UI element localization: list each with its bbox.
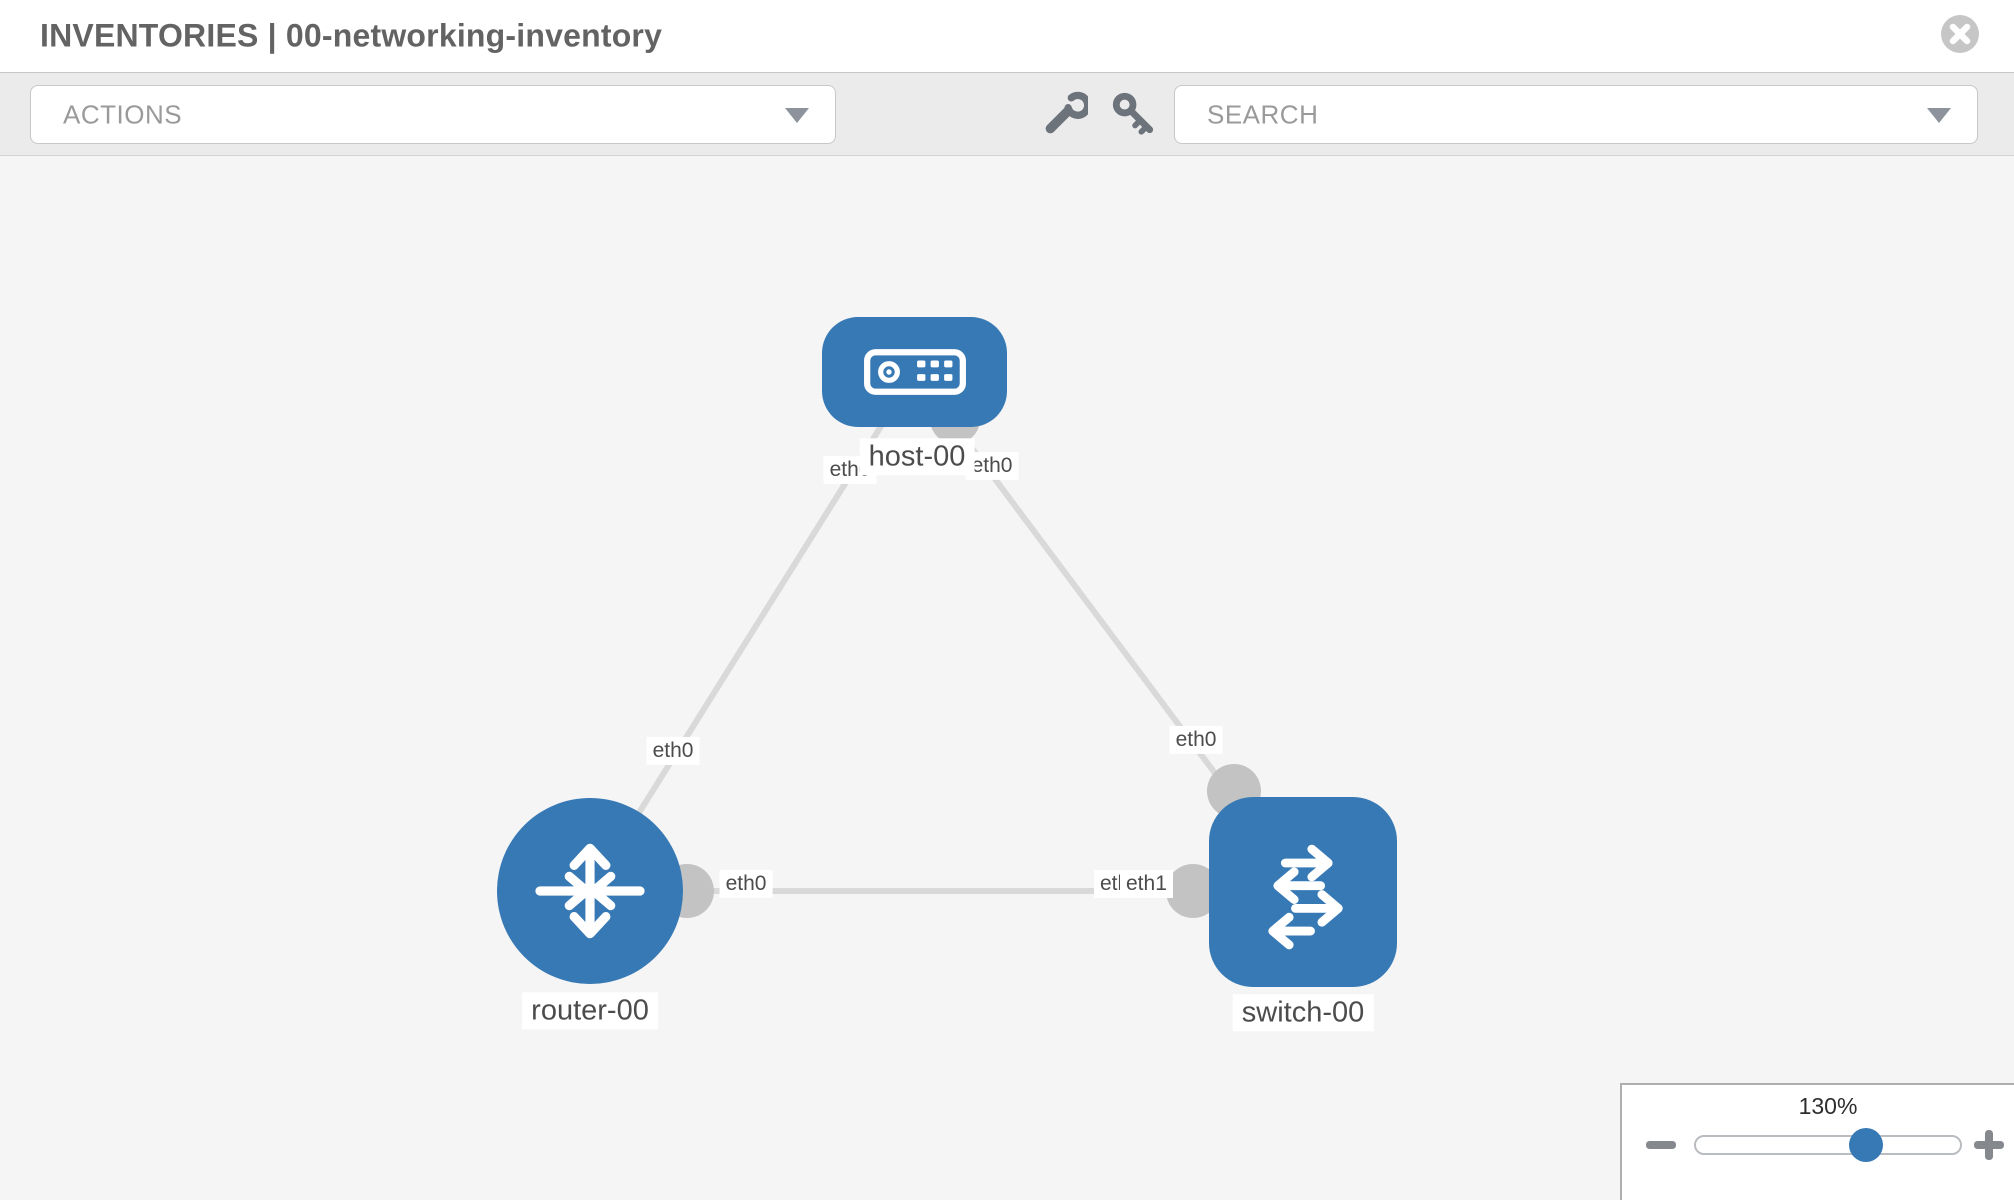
key-icon[interactable]: [1110, 91, 1156, 137]
actions-dropdown[interactable]: ACTIONS: [30, 85, 836, 144]
topology-links-layer: [587, 370, 1306, 918]
close-icon[interactable]: [1940, 14, 1980, 54]
switch-arrows-icon: [1268, 844, 1343, 950]
interface-label: eth0: [646, 736, 700, 766]
minus-icon[interactable]: [1646, 1128, 1680, 1162]
zoom-slider-thumb[interactable]: [1849, 1128, 1883, 1162]
chevron-down-icon: [785, 107, 809, 123]
titlebar: INVENTORIES | 00-networking-inventory: [0, 0, 2014, 72]
node-host-00[interactable]: [822, 317, 1007, 427]
wrench-icon[interactable]: [1042, 91, 1088, 137]
chevron-down-icon: [1927, 107, 1951, 123]
zoom-slider-track[interactable]: [1694, 1135, 1962, 1155]
interface-label: eth0: [1169, 725, 1223, 755]
node-label-router: router-00: [522, 992, 658, 1030]
router-arrows-icon: [535, 843, 645, 939]
topology-canvas[interactable]: eth0 eth0 eth0 eth0 eth0 eth0 eth1 host-…: [0, 156, 2014, 1200]
port-circle-switch-left: [1166, 864, 1220, 918]
actions-dropdown-label: ACTIONS: [63, 99, 183, 129]
server-icon: [863, 349, 966, 395]
toolbar: ACTIONS SEARCH: [0, 72, 2014, 156]
node-label-switch: switch-00: [1232, 994, 1374, 1032]
node-switch-00[interactable]: [1209, 797, 1397, 987]
search-dropdown-placeholder: SEARCH: [1207, 99, 1319, 129]
interface-label: eth0: [965, 451, 1019, 481]
node-router-00[interactable]: [497, 798, 683, 984]
node-label-host: host-00: [859, 438, 975, 476]
interface-label: eth1: [1120, 870, 1173, 899]
search-dropdown[interactable]: SEARCH: [1174, 85, 1978, 144]
interface-label: eth0: [719, 869, 773, 899]
zoom-level: 130%: [1798, 1093, 1858, 1119]
page-title: INVENTORIES | 00-networking-inventory: [40, 17, 663, 54]
plus-icon[interactable]: [1974, 1128, 2008, 1162]
zoom-panel: 130%: [1620, 1083, 2014, 1200]
